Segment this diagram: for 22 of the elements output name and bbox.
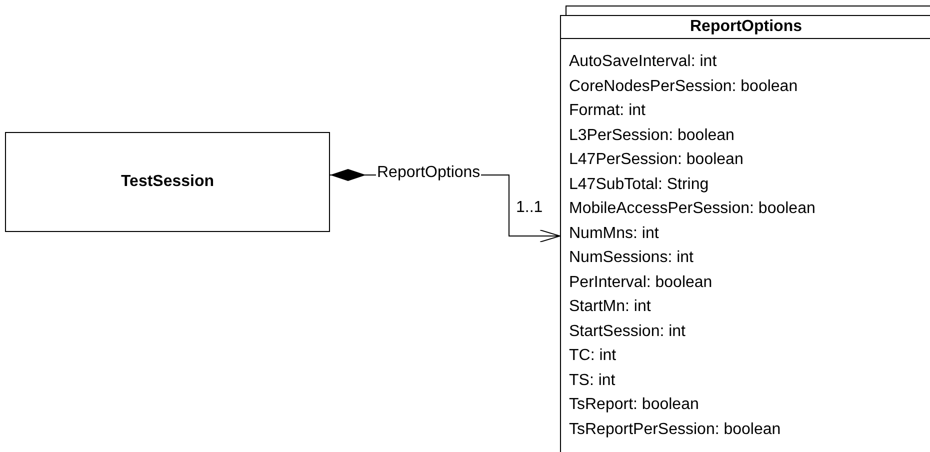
class-name: TestSession (120, 173, 216, 191)
class-box (5, 132, 330, 232)
attribute-text: StartSession: int (569, 322, 686, 340)
attribute-text: TC: int (569, 347, 616, 365)
attribute-text: TS: int (569, 372, 616, 390)
edge-label: ReportOptions (376, 164, 482, 182)
attribute-text: TsReportPerSession: boolean (569, 420, 781, 438)
attribute-text: L47SubTotal: String (569, 176, 709, 194)
attribute-text: PerInterval: boolean (569, 274, 712, 292)
attribute-text: MobileAccessPerSession: boolean (569, 200, 816, 218)
attribute-text: Format: int (569, 102, 646, 120)
class-box (560, 15, 930, 452)
attribute-text: L47PerSession: boolean (569, 151, 744, 169)
attribute-text: NumMns: int (569, 224, 659, 242)
class-name: ReportOptions (689, 18, 803, 36)
attribute-text: AutoSaveInterval: int (569, 53, 717, 71)
attribute-text: NumSessions: int (569, 249, 694, 267)
attribute-text: CoreNodesPerSession: boolean (569, 78, 798, 96)
attribute-text: L3PerSession: boolean (569, 126, 734, 144)
multiplicity-label: 1..1 (516, 199, 543, 217)
attribute-text: TsReport: boolean (569, 396, 699, 414)
attribute-text: StartMn: int (569, 298, 651, 316)
